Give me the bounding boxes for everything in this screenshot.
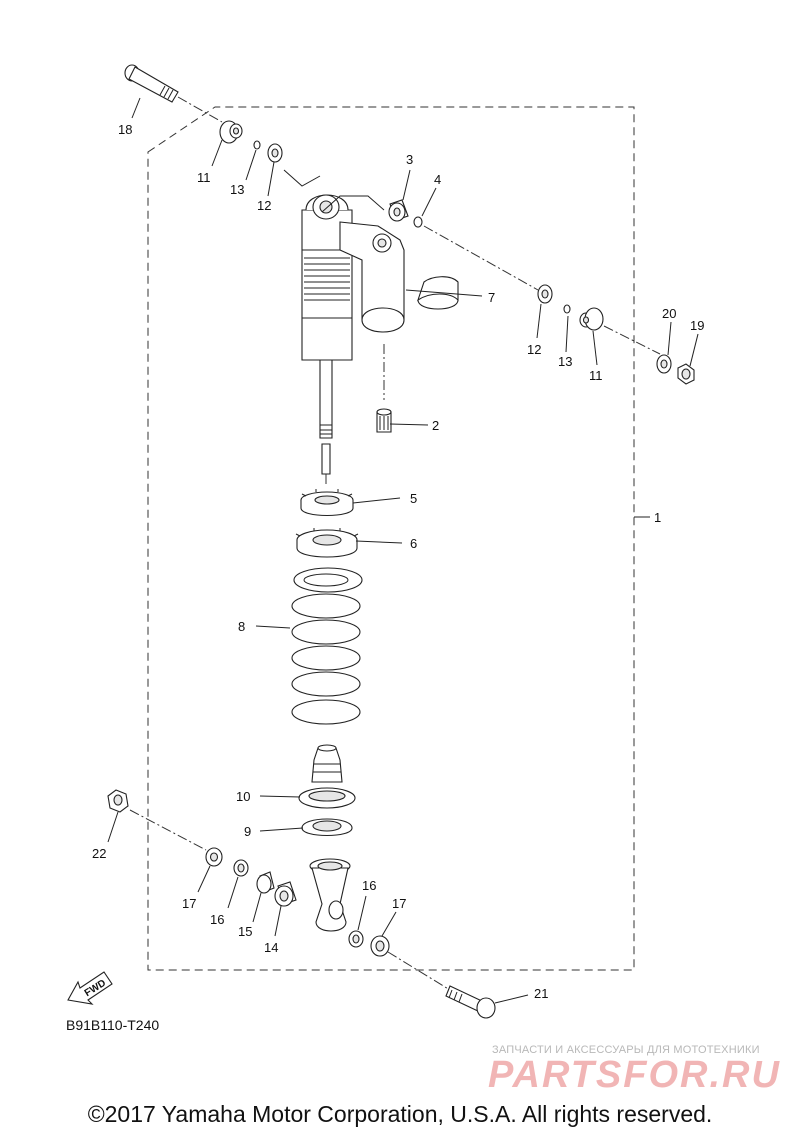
label-part-13-left: 13 [230, 182, 244, 197]
part-4-oring [413, 216, 423, 228]
label-part-21: 21 [534, 986, 548, 1001]
leader-lines [107, 97, 699, 1004]
part-1-shock-absorber-body [301, 194, 405, 439]
label-part-17-right: 17 [392, 896, 406, 911]
part-12-washer-left [267, 143, 283, 163]
part-11-collar-right [579, 307, 604, 331]
label-part-7: 7 [488, 290, 495, 305]
label-part-11-left: 11 [197, 170, 211, 185]
diagram-code: B91B110-T240 [66, 1017, 159, 1033]
label-part-22: 22 [92, 846, 106, 861]
label-part-18: 18 [118, 122, 132, 137]
part-16-seal-left [233, 859, 249, 877]
part-2-adjuster [376, 408, 392, 433]
part-17-washer-right [370, 935, 390, 957]
label-part-12-left: 12 [257, 198, 271, 213]
part-16-seal-right [348, 930, 364, 948]
label-part-8: 8 [238, 619, 245, 634]
copyright-notice: ©2017 Yamaha Motor Corporation, U.S.A. A… [87, 1101, 713, 1127]
part-13-oring-right [563, 304, 571, 314]
part-21-bolt [445, 985, 496, 1019]
label-part-4: 4 [434, 172, 441, 187]
assembly-boundary [147, 106, 635, 971]
label-part-20: 20 [662, 306, 676, 321]
part-17-washer-left [205, 847, 223, 867]
part-14-bearing [274, 881, 297, 907]
part-15-collar [256, 871, 275, 894]
watermark-tagline: ЗАПЧАСТИ И АКСЕССУАРЫ ДЛЯ МОТОТЕХНИКИ [492, 1044, 760, 1056]
shock-lower-eye [309, 858, 351, 932]
part-19-nut [677, 363, 695, 385]
part-11-collar-left [219, 120, 243, 144]
label-part-14: 14 [264, 940, 278, 955]
label-part-5: 5 [410, 491, 417, 506]
part-8-spring [291, 567, 363, 725]
part-13-oring-left [253, 140, 261, 150]
label-part-17-left: 17 [182, 896, 196, 911]
label-part-3: 3 [406, 152, 413, 167]
part-5-locknut [300, 489, 354, 516]
label-part-12-right: 12 [527, 342, 541, 357]
part-9-stopper [301, 818, 353, 836]
shaft-pin [321, 443, 331, 475]
label-part-1: 1 [654, 510, 661, 525]
part-20-washer [656, 354, 672, 374]
label-part-19: 19 [690, 318, 704, 333]
label-part-15: 15 [238, 924, 252, 939]
bump-stop [311, 744, 343, 783]
fwd-arrow-icon: FWD [67, 971, 113, 1005]
watermark-logo: PARTSFOR.RU [488, 1054, 781, 1096]
part-12-washer-right [537, 284, 553, 304]
label-part-6: 6 [410, 536, 417, 551]
label-part-2: 2 [432, 418, 439, 433]
label-part-11-right: 11 [589, 368, 603, 383]
label-part-10: 10 [236, 789, 250, 804]
label-part-16-left: 16 [210, 912, 224, 927]
label-part-9: 9 [244, 824, 251, 839]
part-10-spring-guide [298, 787, 356, 809]
label-part-13-right: 13 [558, 354, 572, 369]
part-3-collar [388, 199, 409, 222]
part-18-bolt [124, 64, 179, 103]
part-6-spring-adjuster [295, 528, 359, 558]
label-part-16-right: 16 [362, 878, 376, 893]
part-7-band [416, 276, 459, 310]
part-22-nut [107, 789, 129, 813]
